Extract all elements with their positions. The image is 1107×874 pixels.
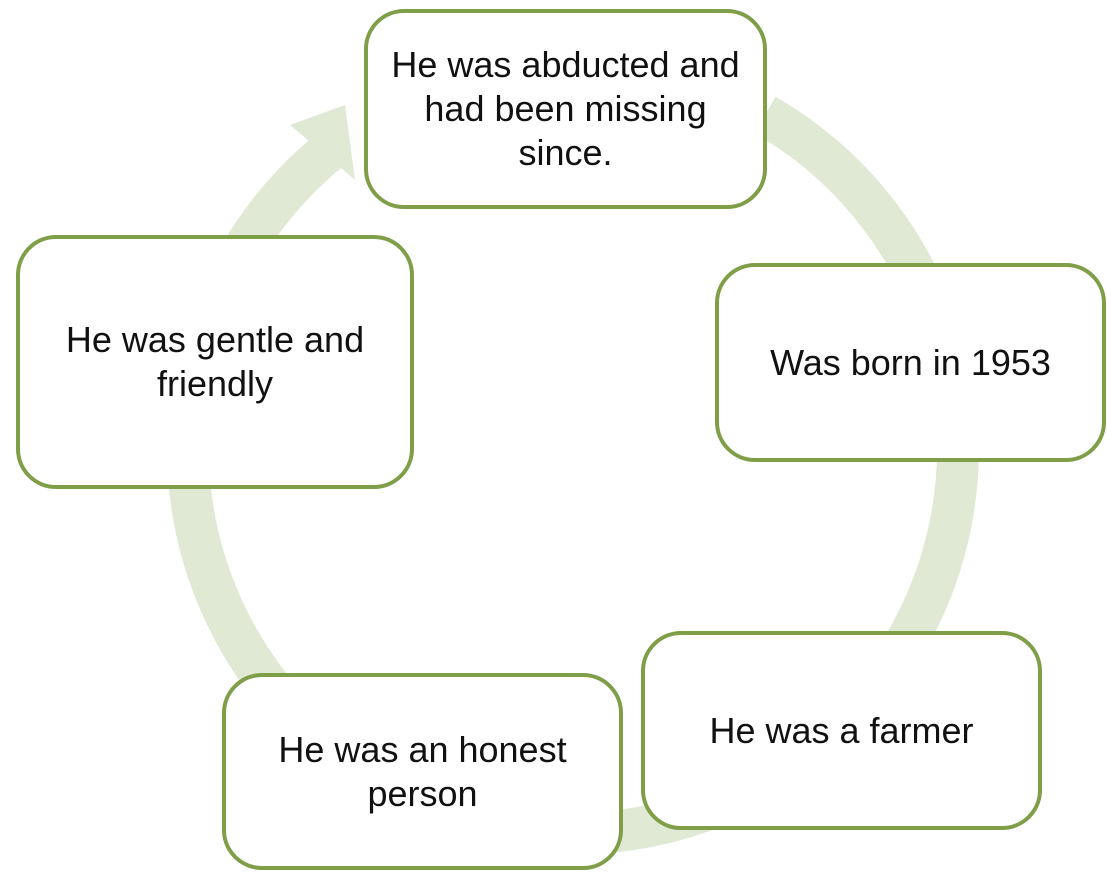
cycle-node-text: Was born in 1953 bbox=[770, 341, 1051, 383]
cycle-node-text: He was abducted and had been missing sin… bbox=[391, 44, 740, 173]
cycle-node-text: He was a farmer bbox=[709, 709, 974, 751]
cycle-arrow-head bbox=[290, 105, 355, 180]
cycle-node-text: He was gentle and friendly bbox=[65, 319, 365, 404]
cycle-node-abducted: He was abducted and had been missing sin… bbox=[364, 9, 767, 209]
cycle-node-gentle: He was gentle and friendly bbox=[16, 235, 414, 489]
cycle-node-honest: He was an honest person bbox=[222, 673, 623, 870]
cycle-node-text: He was an honest person bbox=[278, 728, 567, 814]
cycle-node-born: Was born in 1953 bbox=[715, 263, 1106, 462]
cycle-node-farmer: He was a farmer bbox=[641, 631, 1042, 830]
